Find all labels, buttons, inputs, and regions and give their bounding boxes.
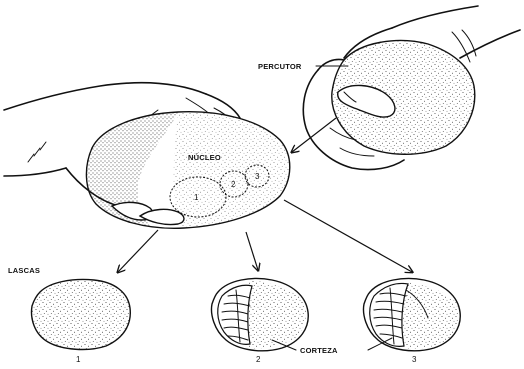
- lascas-label: LASCAS: [8, 266, 40, 275]
- flake-1-number: 1: [76, 355, 81, 364]
- percutor-hammerstone: [303, 41, 474, 170]
- flake-3: 3: [364, 279, 461, 365]
- core-scar-1-label: 1: [194, 193, 199, 202]
- nucleo-label: NÚCLEO: [188, 153, 221, 162]
- corteza-label: CORTEZA: [300, 346, 338, 355]
- flake-2-number: 2: [256, 355, 261, 364]
- flake-2: 2: [212, 279, 309, 365]
- flake-1: 1: [32, 280, 131, 365]
- core-scar-2-label: 2: [231, 180, 236, 189]
- core-scar-3-label: 3: [255, 172, 260, 181]
- flake-3-number: 3: [412, 355, 417, 364]
- percutor-label: PERCUTOR: [258, 62, 302, 71]
- strike-arrow: [292, 118, 336, 152]
